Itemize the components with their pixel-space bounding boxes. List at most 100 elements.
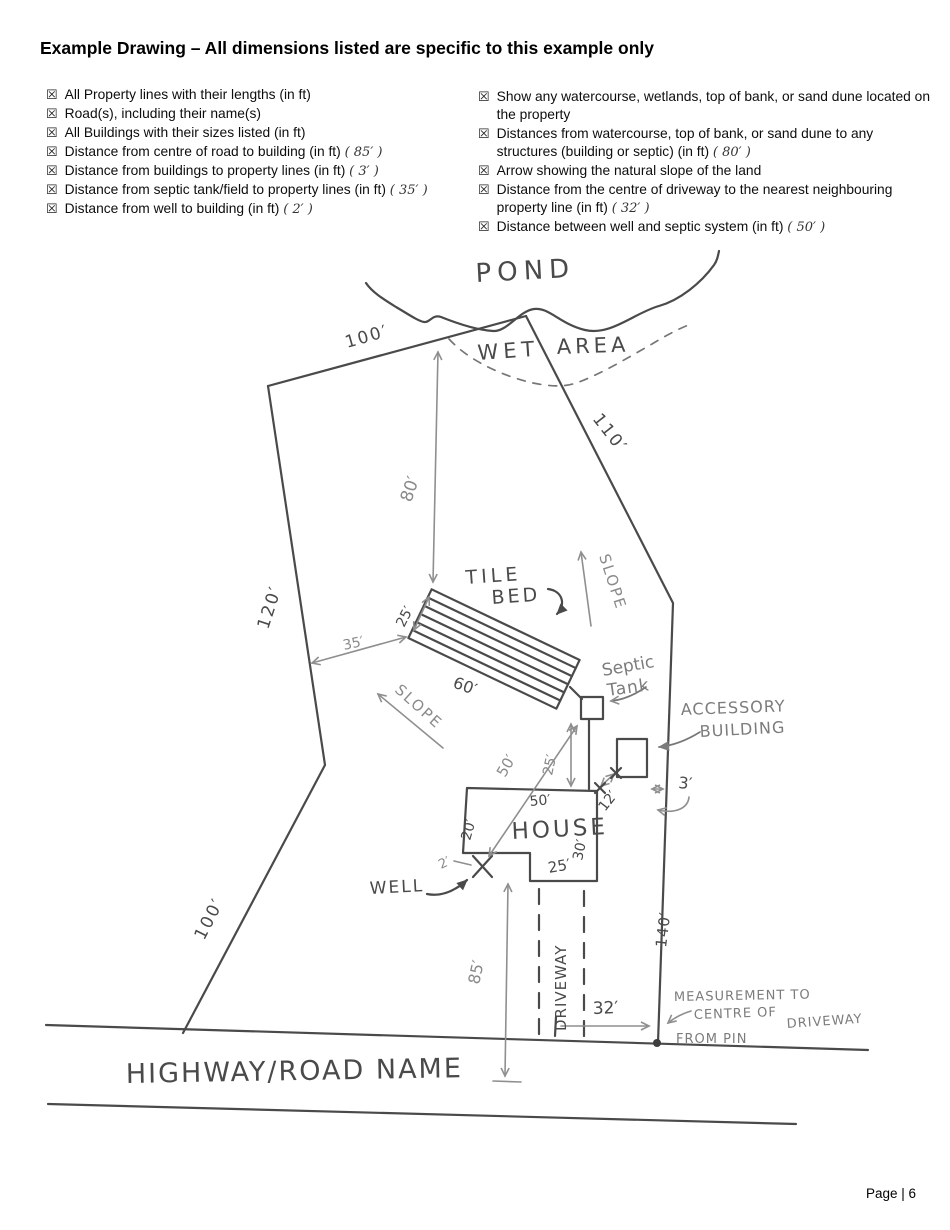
checkbox-checked-icon: ☒ xyxy=(46,125,58,140)
road-edge-top xyxy=(44,1023,870,1052)
wet-label: WET xyxy=(477,337,540,365)
bed-label: BED xyxy=(491,584,541,609)
dim-35-arrow xyxy=(310,634,408,666)
slope-lower-label: SLOPE xyxy=(391,681,446,733)
measurement-note-line3: DRIVEWAY xyxy=(786,1012,863,1032)
checklist-item-text: All Property lines with their lengths (i… xyxy=(64,87,311,102)
checklist-item-text: Distance between well and septic system … xyxy=(496,219,826,235)
property-line-top xyxy=(266,314,528,388)
dim-30-label: 30′ xyxy=(570,838,590,862)
page-title: Example Drawing – All dimensions listed … xyxy=(40,38,654,58)
dim-12-corner-x xyxy=(593,766,623,795)
checklist-item-text: Distance from centre of road to building… xyxy=(64,144,383,160)
checkbox-checked-icon: ☒ xyxy=(46,163,58,178)
dim-80-label: 80′ xyxy=(397,474,424,505)
checklist-item-text: Distance from buildings to property line… xyxy=(64,163,379,179)
checklist-right: ☒Show any watercourse, wetlands, top of … xyxy=(478,88,934,237)
checkbox-checked-icon: ☒ xyxy=(478,89,490,104)
checklist-item: ☒ All Property lines with their lengths (… xyxy=(46,86,472,105)
pond-label: POND xyxy=(475,254,576,289)
checkbox-checked-icon: ☒ xyxy=(46,87,58,102)
handwritten-value: ( 80′ ) xyxy=(712,145,751,160)
dim-2-label: 2′ xyxy=(436,854,453,872)
measurement-note-line2: CENTRE OF xyxy=(694,1005,778,1023)
handwritten-value: ( 85′ ) xyxy=(344,145,383,160)
dim-20-label: 20′ xyxy=(458,818,479,843)
handwritten-value: ( 2′ ) xyxy=(283,202,313,217)
checklist-item: ☒Show any watercourse, wetlands, top of … xyxy=(478,88,934,125)
page-number: Page | 6 xyxy=(865,1186,916,1201)
dim-25-septic-label: 25′ xyxy=(540,753,560,777)
dim-3-swoosh-arrow xyxy=(656,796,690,817)
dim-35-label: 35′ xyxy=(342,634,366,654)
tile-label: TILE xyxy=(464,563,522,589)
checklist-item: ☒ Arrow showing the natural slope of the … xyxy=(478,162,934,181)
well-2ft-pointer-line xyxy=(453,860,472,866)
checklist-item-text: Arrow showing the natural slope of the l… xyxy=(496,163,762,178)
handwritten-value: ( 32′ ) xyxy=(611,201,650,216)
checkbox-checked-icon: ☒ xyxy=(478,219,490,234)
property-line-right xyxy=(524,314,675,1045)
dim-120-label: 120′ xyxy=(254,583,287,631)
dim-85-label: 85′ xyxy=(464,958,488,986)
dim-100-top-label: 100′ xyxy=(343,321,391,352)
dim-140-label: 140′ xyxy=(652,911,674,949)
road-edge-bottom xyxy=(46,1102,798,1126)
handwritten-value: ( 50′ ) xyxy=(787,220,826,235)
dim-32-label: 32′ xyxy=(592,998,618,1019)
dim-50-septic-label: 50′ xyxy=(493,751,520,780)
accessory-callout-arrow xyxy=(658,731,701,751)
checklist-item-text: Road(s), including their name(s) xyxy=(64,106,261,121)
accessory-label-line2: BUILDING xyxy=(699,718,786,741)
dim-85-arrow xyxy=(500,882,513,1078)
checklist-item: ☒Distance from the centre of driveway to… xyxy=(478,181,934,218)
dim-50-well-septic-arrow xyxy=(487,724,579,858)
dim-100-left-label: 100′ xyxy=(191,895,229,944)
dim-80-arrow xyxy=(428,350,443,584)
tile-bed-callout-arrow xyxy=(546,587,568,616)
measurement-note-line4: FROM PIN xyxy=(676,1032,748,1047)
house-label: HOUSE xyxy=(511,814,609,845)
dim-12-label: 12′ xyxy=(596,788,622,814)
slope-upper-label: SLOPE xyxy=(595,552,630,612)
checklist-item: ☒All Buildings with their sizes listed (… xyxy=(46,124,472,143)
checkbox-checked-icon: ☒ xyxy=(478,182,490,197)
measurement-note-line1: MEASUREMENT TO xyxy=(674,988,811,1005)
checkbox-checked-icon: ☒ xyxy=(46,182,58,197)
checklist-item: ☒ Distance from buildings to property lin… xyxy=(46,162,472,181)
checklist-item: ☒ Distance between well and septic system… xyxy=(478,218,934,237)
dim-50-house-label: 50′ xyxy=(529,792,551,810)
property-line-left xyxy=(181,384,327,1035)
checklist-left: ☒ All Property lines with their lengths (… xyxy=(46,86,472,219)
checklist-item: ☒ Distance from centre of road to buildin… xyxy=(46,143,472,162)
checklist-item: ☒ Distance from septic tank/field to prop… xyxy=(46,181,472,200)
survey-pin xyxy=(653,1039,661,1047)
dim-85-end-tick xyxy=(492,1080,522,1083)
checkbox-checked-icon: ☒ xyxy=(46,106,58,121)
septic-callout-arrow xyxy=(609,686,647,705)
checkbox-checked-icon: ☒ xyxy=(478,163,490,178)
slope-arrow-upper xyxy=(577,550,592,627)
area-label: AREA xyxy=(556,332,629,359)
handwritten-value: ( 3′ ) xyxy=(349,164,379,179)
checklist-item: ☒Distance from well to building (in ft) … xyxy=(46,200,472,219)
dim-60-label: 60′ xyxy=(451,673,480,699)
handwritten-value: ( 35′ ) xyxy=(389,183,428,198)
dim-3-label: 3′ xyxy=(678,773,694,793)
road-name-label: HIGHWAY/ROAD NAME xyxy=(126,1053,464,1090)
checklist-item-text: Distances from watercourse, top of bank,… xyxy=(496,126,874,160)
checklist-item: ☒ Road(s), including their name(s) xyxy=(46,105,472,124)
dim-32-centre-tick xyxy=(553,1015,558,1038)
accessory-label-line1: ACCESSORY xyxy=(680,696,785,719)
well-label: WELL xyxy=(369,876,424,899)
checkbox-checked-icon: ☒ xyxy=(46,201,58,216)
dim-25-house-label: 25′ xyxy=(547,855,573,877)
measurement-callout-arrow xyxy=(666,1010,692,1025)
pond-shoreline xyxy=(364,249,721,333)
well-x-mark xyxy=(471,854,494,879)
checkbox-checked-icon: ☒ xyxy=(46,144,58,159)
checklist-item-text: Distance from septic tank/field to prope… xyxy=(64,182,428,198)
septic-tank xyxy=(579,695,605,721)
